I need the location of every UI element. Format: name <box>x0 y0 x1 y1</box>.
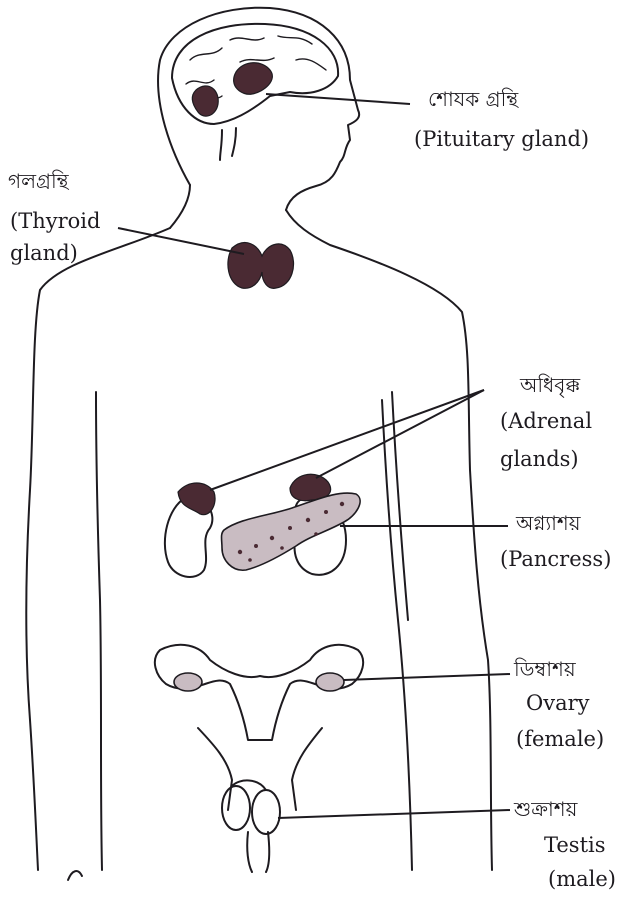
testis-label-en-1: Testis <box>544 832 606 858</box>
ovary-label-en-1: Ovary <box>526 690 590 716</box>
adrenal-label-en-2: glands) <box>500 446 579 472</box>
testis-right <box>252 790 280 834</box>
testis-label-en-2: (male) <box>548 866 616 892</box>
neck-left <box>170 185 190 228</box>
arm-left-inner <box>96 392 102 870</box>
thyroid-label-en-2: gland) <box>10 240 78 266</box>
pancreas-texture <box>254 544 258 548</box>
pineal-region <box>192 86 218 116</box>
thyroid-gland <box>228 243 294 289</box>
ovary-right <box>316 673 344 691</box>
adrenal-leader-right <box>316 390 484 478</box>
thyroid-label-en-1: (Thyroid <box>10 208 100 234</box>
pituitary-leader <box>266 94 410 104</box>
pancreas-texture <box>270 536 274 540</box>
thyroid-label-bn: গলগ্রন্থি <box>8 168 69 194</box>
head-outline <box>158 8 359 210</box>
pancreas-texture <box>248 558 252 562</box>
pancreas-texture <box>238 550 242 554</box>
pancreas-label-bn: অগ্ন্যাশয় <box>516 510 581 536</box>
ovary-leader <box>344 674 510 680</box>
ovary-left <box>174 673 202 691</box>
brain-stem <box>220 128 236 160</box>
testis-label-bn: শুক্রাশয় <box>514 796 577 822</box>
testis-leader <box>278 810 510 818</box>
pituitary-gland <box>234 63 273 95</box>
pancreas-texture <box>280 546 284 550</box>
penis-outline <box>247 832 269 872</box>
pancreas-texture <box>306 518 310 522</box>
pancreas-texture <box>340 502 344 506</box>
ovary-label-bn: ডিম্বাশয় <box>514 656 576 682</box>
pituitary-label-en: (Pituitary gland) <box>414 126 589 152</box>
pancreas-label-en: (Pancress) <box>500 546 611 572</box>
adrenal-gland-left <box>178 483 215 515</box>
adrenal-label-en-1: (Adrenal <box>500 408 592 434</box>
foot-mark <box>68 871 82 880</box>
pancreas-texture <box>324 510 328 514</box>
pancreas-texture <box>288 526 292 530</box>
pituitary-label-bn: শোযক গ্রন্থি <box>428 86 518 112</box>
uterus-outline <box>155 645 363 740</box>
testis-left <box>222 786 250 830</box>
adrenal-label-bn: অধিবৃক্ক <box>520 372 580 398</box>
pancreas-texture <box>314 532 318 536</box>
adrenal-leader-left <box>210 390 484 490</box>
pancreas <box>222 493 361 570</box>
torso-right <box>286 210 492 870</box>
ovary-label-en-2: (female) <box>516 726 604 752</box>
